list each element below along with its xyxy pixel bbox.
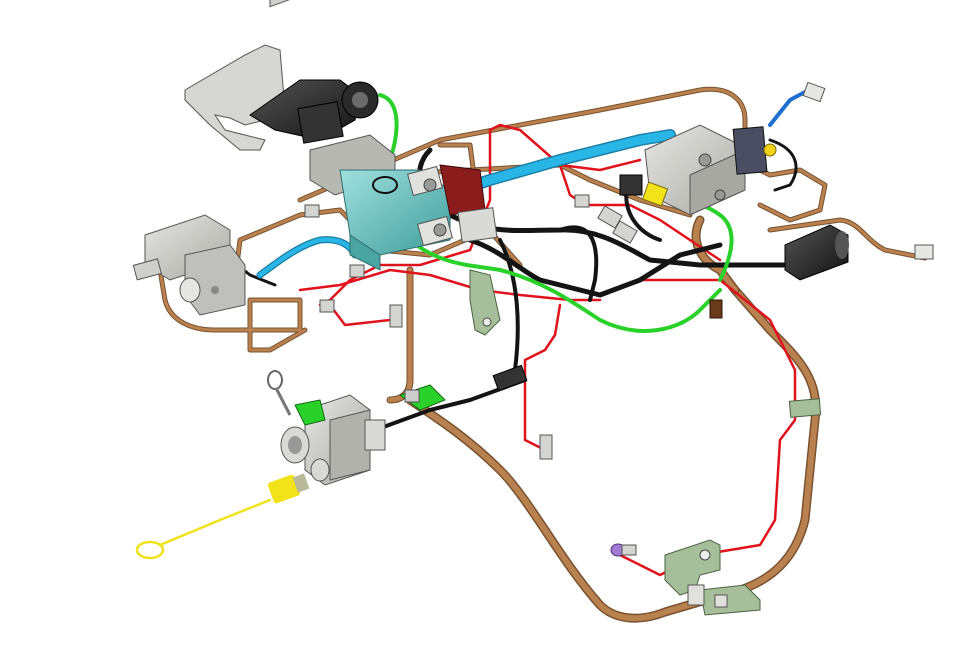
central-valve-block <box>309 134 453 271</box>
fittings <box>304 194 934 460</box>
right-connector <box>784 81 849 281</box>
dark-red-cylinder <box>439 164 498 243</box>
lower-valve-assembly <box>267 370 446 486</box>
bottom-bracket <box>610 539 761 616</box>
top-left-bracket <box>184 0 311 151</box>
right-grey-block <box>619 124 777 216</box>
dipstick-icon <box>267 474 301 504</box>
center-bracket <box>469 269 501 336</box>
left-grey-block <box>132 214 246 316</box>
solenoid-actuator <box>249 79 379 144</box>
dipstick <box>135 473 310 560</box>
